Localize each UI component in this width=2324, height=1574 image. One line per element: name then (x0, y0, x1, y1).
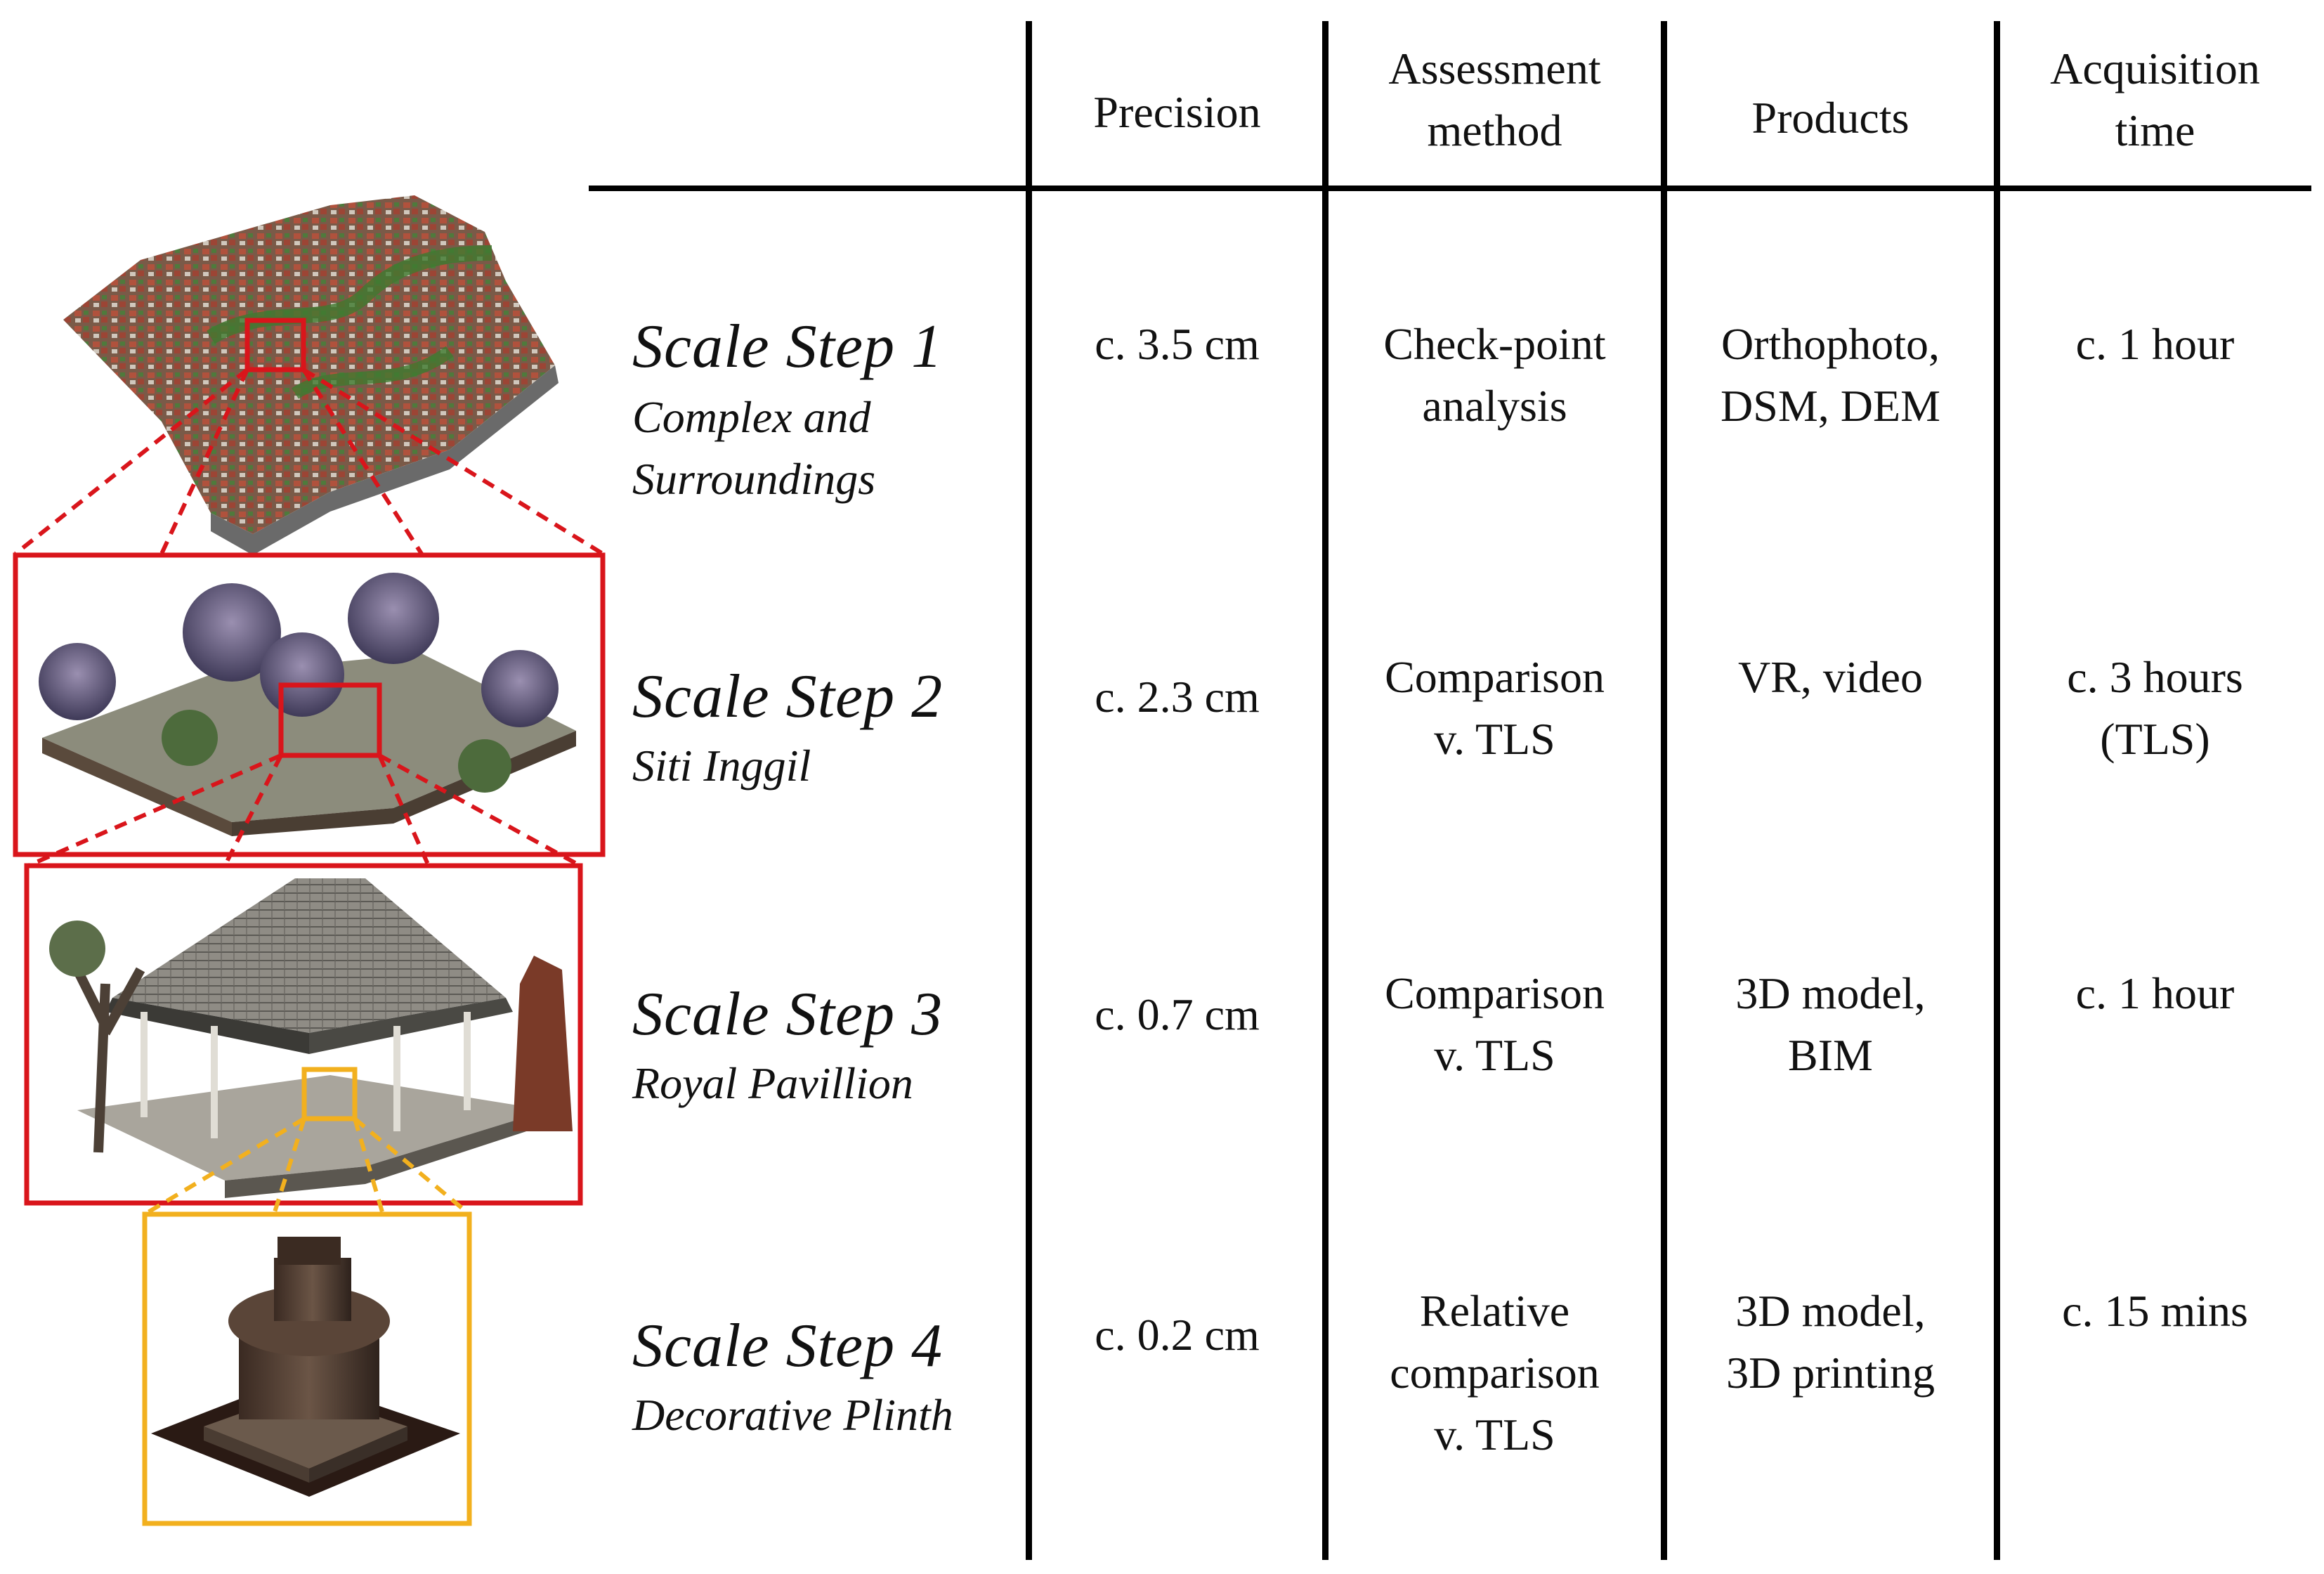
step-4-method: Relative comparison v. TLS (1329, 1280, 1661, 1466)
step-1-subtitle: Complex and Surroundings (632, 386, 875, 510)
royal-pavilion-model-image (24, 863, 583, 1206)
step-2-time: c. 3 hours (TLS) (2000, 646, 2310, 770)
time-line: c. 1 hour (2075, 319, 2235, 369)
time-line: c. 15 mins (2062, 1286, 2248, 1336)
step-4-products: 3D model, 3D printing (1667, 1280, 1994, 1404)
subtitle-line: Royal Pavillion (632, 1058, 913, 1108)
step-2-method: Comparison v. TLS (1329, 646, 1661, 770)
subtitle-line: Decorative Plinth (632, 1390, 953, 1440)
product-line: 3D model, (1735, 968, 1926, 1018)
step-4-title: Scale Step 4 (632, 1312, 944, 1380)
siti-inggil-pointcloud-image (13, 552, 606, 857)
step-2-title: Scale Step 2 (632, 663, 944, 731)
header-separator-line (589, 186, 2311, 191)
product-line: 3D printing (1726, 1348, 1935, 1398)
method-line: v. TLS (1434, 1410, 1555, 1459)
method-line: v. TLS (1434, 1030, 1555, 1080)
product-line: 3D model, (1735, 1286, 1926, 1336)
time-line: c. 1 hour (2075, 968, 2235, 1018)
method-line: Relative (1419, 1286, 1570, 1336)
step-2-products: VR, video (1667, 646, 1994, 708)
step-2-precision: c. 2.3 cm (1095, 672, 1260, 722)
product-line: BIM (1788, 1030, 1873, 1080)
step-2-subtitle: Siti Inggil (632, 735, 811, 797)
column-divider-3 (1661, 21, 1667, 1560)
column-divider-4 (1994, 21, 2000, 1560)
subtitle-line: Complex and (632, 392, 871, 442)
step-1-products: Orthophoto, DSM, DEM (1667, 313, 1994, 437)
header-assessment-method: Assessment method (1329, 38, 1661, 162)
header-text: Precision (1093, 87, 1261, 137)
method-line: Comparison (1385, 652, 1605, 702)
header-text: Assessment (1388, 44, 1601, 93)
header-text: Products (1751, 93, 1910, 143)
method-line: comparison (1390, 1348, 1600, 1398)
decorative-plinth-model-image (142, 1211, 472, 1526)
product-line: DSM, DEM (1721, 381, 1940, 431)
header-text: method (1427, 105, 1562, 155)
step-1-time: c. 1 hour (2000, 313, 2310, 375)
header-precision: Precision (1032, 82, 1322, 143)
subtitle-line: Siti Inggil (632, 741, 811, 791)
step-4-precision: c. 0.2 cm (1095, 1310, 1260, 1360)
subtitle-line: Surroundings (632, 454, 876, 504)
time-line: c. 3 hours (2067, 652, 2243, 702)
step-3-precision: c. 0.7 cm (1095, 989, 1260, 1039)
product-line: VR, video (1737, 652, 1924, 702)
method-line: v. TLS (1434, 714, 1555, 764)
step-3-subtitle: Royal Pavillion (632, 1053, 913, 1114)
step-4-subtitle: Decorative Plinth (632, 1384, 953, 1446)
step-3-time: c. 1 hour (2000, 963, 2310, 1025)
zoom-connector-2 (27, 753, 582, 868)
step-1-title: Scale Step 1 (632, 313, 944, 381)
header-products: Products (1667, 87, 1994, 149)
header-acquisition-time: Acquisition time (2000, 38, 2310, 162)
model-illustrations (13, 195, 606, 1526)
method-line: Comparison (1385, 968, 1605, 1018)
header-text: Acquisition (2050, 44, 2260, 93)
step-1-precision: c. 3.5 cm (1095, 319, 1260, 369)
column-divider-1 (1026, 21, 1032, 1560)
column-divider-2 (1322, 21, 1329, 1560)
step-1-method: Check-point analysis (1329, 313, 1661, 437)
product-line: Orthophoto, (1721, 319, 1940, 369)
zoom-connector-1 (14, 368, 604, 556)
header-text: time (2115, 105, 2195, 155)
time-line: (TLS) (2100, 714, 2210, 764)
zoom-connector-3 (143, 1117, 471, 1216)
step-4-time: c. 15 mins (2000, 1280, 2310, 1342)
method-line: Check-point (1383, 319, 1606, 369)
step-3-method: Comparison v. TLS (1329, 963, 1661, 1086)
step-3-title: Scale Step 3 (632, 980, 944, 1048)
step-3-products: 3D model, BIM (1667, 963, 1994, 1086)
method-line: analysis (1422, 381, 1567, 431)
